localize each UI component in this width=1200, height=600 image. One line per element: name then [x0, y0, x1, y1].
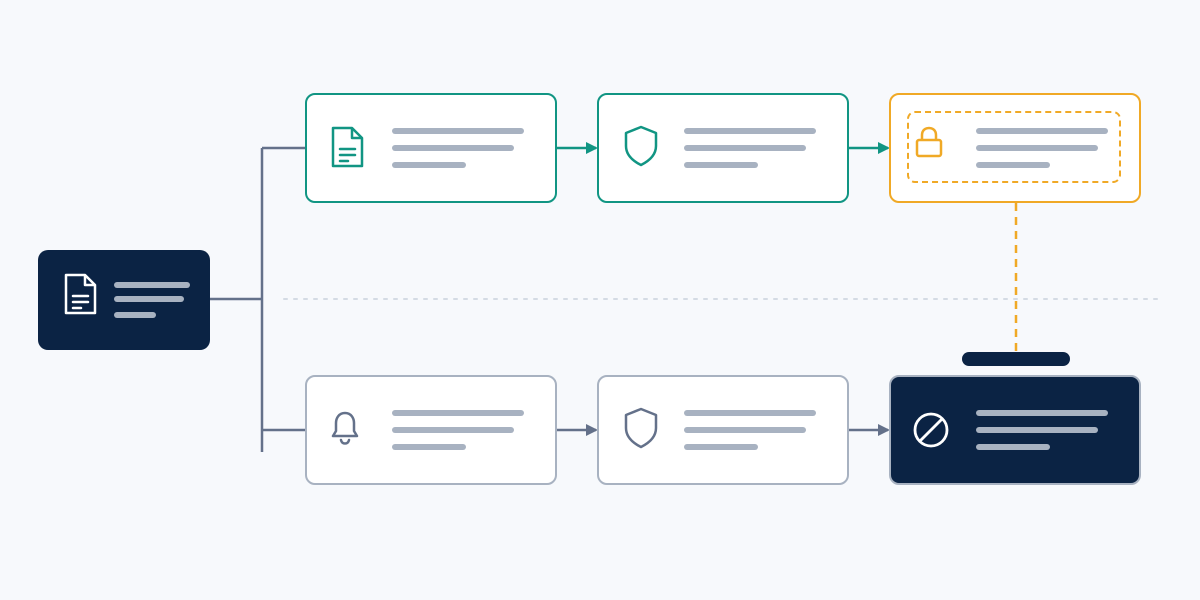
blocked-icon: [913, 412, 949, 448]
bottom-blocked-node[interactable]: [889, 375, 1141, 485]
bottom-bell-node[interactable]: [305, 375, 557, 485]
placeholder-line: [684, 427, 806, 433]
blocked-node-tab: [962, 352, 1070, 366]
top-document-node[interactable]: [305, 93, 557, 203]
placeholder-line: [684, 410, 816, 416]
source-node[interactable]: [38, 250, 210, 350]
placeholder-line: [392, 444, 466, 450]
placeholder-line: [976, 145, 1098, 151]
placeholder-line: [684, 444, 758, 450]
placeholder-line: [114, 312, 156, 318]
top-lock-node[interactable]: [889, 93, 1141, 203]
placeholder-line: [114, 296, 184, 302]
top-shield-node[interactable]: [597, 93, 849, 203]
placeholder-line: [976, 410, 1108, 416]
branch-connector: [210, 146, 305, 452]
placeholder-line: [684, 128, 816, 134]
document-icon: [331, 126, 364, 168]
placeholder-line: [976, 128, 1108, 134]
bell-icon: [331, 411, 359, 445]
bottom-shield-node[interactable]: [597, 375, 849, 485]
placeholder-line: [392, 128, 524, 134]
shield-icon: [624, 407, 658, 449]
placeholder-line: [684, 145, 806, 151]
placeholder-line: [392, 410, 524, 416]
placeholder-line: [684, 162, 758, 168]
placeholder-line: [392, 427, 514, 433]
lock-icon: [915, 126, 943, 158]
placeholder-line: [114, 282, 190, 288]
placeholder-line: [392, 145, 514, 151]
inner-dashed-frame: [907, 111, 1121, 183]
shield-icon: [624, 125, 658, 167]
document-icon: [64, 273, 97, 315]
placeholder-line: [976, 444, 1050, 450]
placeholder-line: [392, 162, 466, 168]
placeholder-line: [976, 162, 1050, 168]
placeholder-line: [976, 427, 1098, 433]
